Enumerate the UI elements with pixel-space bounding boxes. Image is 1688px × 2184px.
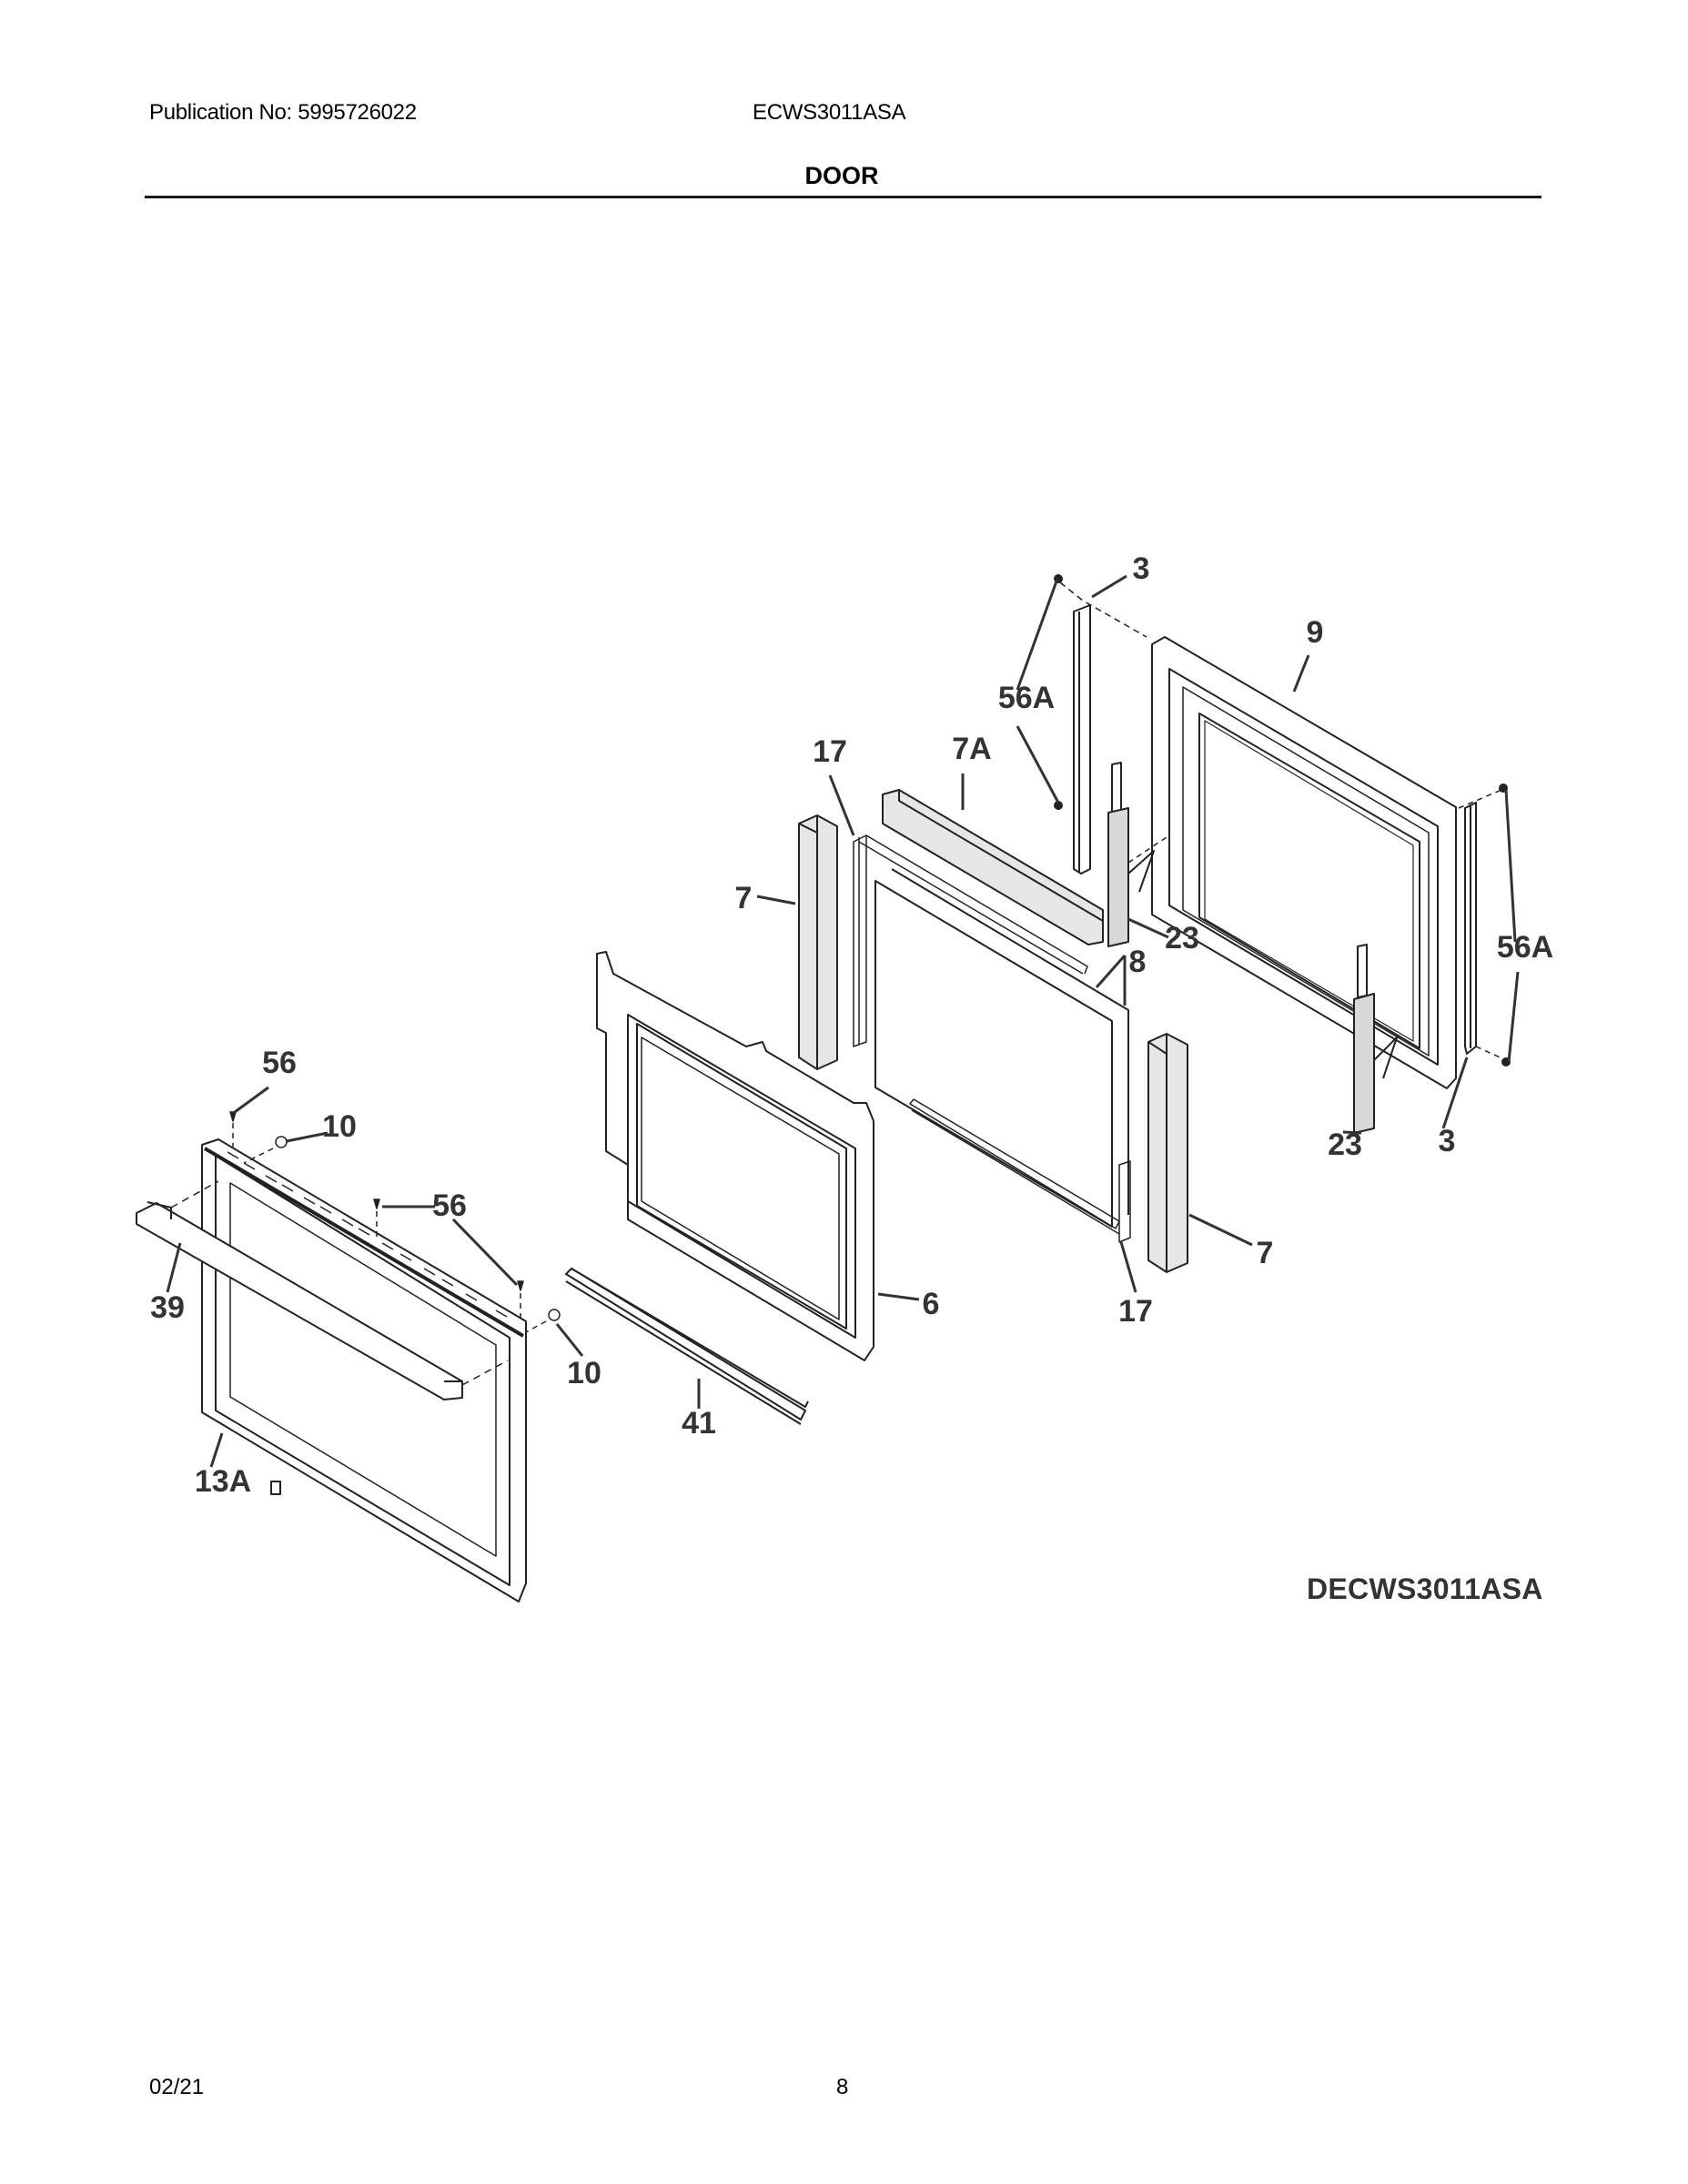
part-label: 6 [923, 1287, 940, 1321]
bottom-channel-41 [565, 1268, 809, 1425]
footer-date: 02/21 [149, 2075, 205, 2099]
hinge-23-upper [1107, 762, 1170, 947]
part-labels: 3 9 56A 17 7A 7 23 8 56A 56 10 23 3 56 7… [150, 551, 1553, 1499]
part-label: 39 [150, 1290, 185, 1325]
insulation-block-7-right [1147, 1033, 1188, 1273]
hinge-23-lower [1353, 944, 1398, 1134]
insulation-strip-7a [882, 789, 1104, 945]
door-handle-39 [136, 1180, 509, 1400]
diagram-id-label: DECWS3011ASA [1307, 1572, 1543, 1605]
part-label: 9 [1307, 615, 1324, 650]
inner-door-liner-9 [1151, 636, 1457, 1089]
part-label: 13A [195, 1464, 251, 1499]
outer-door-panel-13a [201, 1138, 527, 1603]
model-number: ECWS3011ASA [753, 100, 906, 125]
part-label: 7 [1257, 1236, 1274, 1270]
part-label: 17 [813, 734, 847, 769]
part-label: 56 [262, 1046, 297, 1080]
part-label: 10 [322, 1109, 357, 1144]
part-label: 23 [1165, 921, 1199, 956]
part-label: 56A [1497, 930, 1553, 965]
inner-door-frame-6 [596, 951, 874, 1361]
leader-lines [166, 574, 1520, 1468]
part-label: 10 [567, 1356, 601, 1390]
hinge-bracket-3-lower [1458, 789, 1507, 1061]
part-label: 3 [1133, 551, 1150, 586]
header-rule [145, 196, 1541, 198]
part-label: 41 [682, 1406, 716, 1441]
section-title: DOOR [804, 162, 879, 189]
part-label: 56A [998, 681, 1055, 715]
insulation-block-7-left [798, 814, 838, 1070]
screws-56a [1054, 574, 1511, 1067]
page-number: 8 [836, 2075, 849, 2099]
glass-seal-17 [853, 834, 1131, 1243]
part-label: 7 [735, 881, 753, 915]
part-label: 7A [952, 732, 991, 766]
part-label: 8 [1129, 945, 1147, 979]
part-label: 56 [432, 1188, 467, 1223]
hinge-bracket-3-upper [1059, 581, 1147, 875]
publication-number: Publication No: 5995726022 [149, 100, 417, 125]
fasteners-56-10 [229, 1111, 561, 1333]
part-label: 3 [1439, 1124, 1456, 1158]
part-label: 17 [1118, 1294, 1153, 1329]
glass-panes-8 [874, 868, 1129, 1228]
part-label: 23 [1328, 1127, 1362, 1162]
